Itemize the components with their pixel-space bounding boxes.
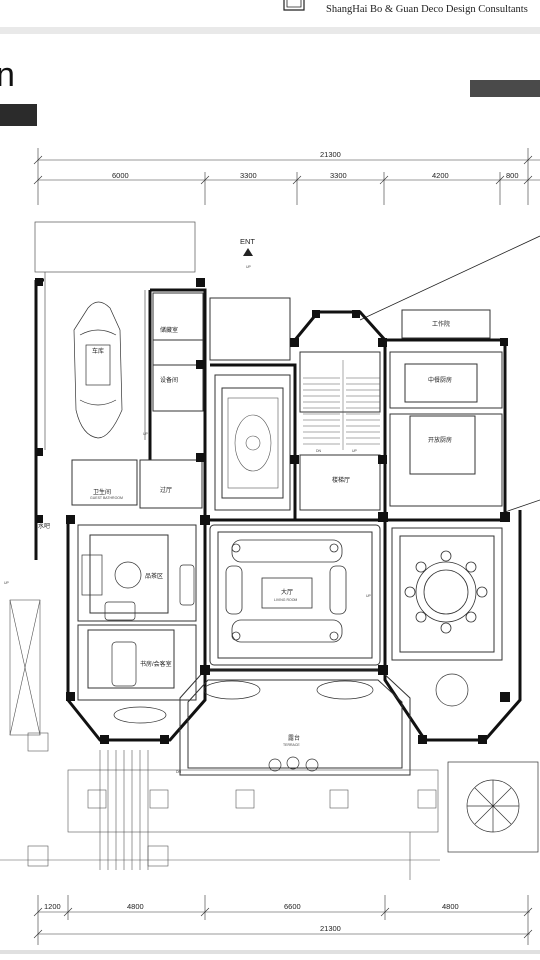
top-total-dimension: 21300 (320, 150, 341, 159)
top-dim-1: 6000 (112, 171, 129, 180)
tea-area-label: 品茶区 (145, 572, 163, 580)
terrace-label-en: TERRACE (283, 743, 300, 747)
bottom-dim-1: 1200 (44, 902, 61, 911)
living-room-label-en: LIVING ROOM (274, 598, 297, 602)
foyer-label: 过厅 (160, 486, 172, 494)
bottom-dim-4: 4800 (442, 902, 459, 911)
living-room-sofa-set (225, 539, 347, 643)
top-dim-4: 4200 (432, 171, 449, 180)
stair-hall-label: 楼梯厅 (332, 476, 350, 484)
bottom-dimension-lines (33, 895, 533, 945)
company-name: ShangHai Bo & Guan Deco Design Consultan… (326, 4, 528, 15)
up-marker-2: UP (143, 432, 149, 436)
top-dim-5: 800 (506, 171, 519, 180)
title-bar (0, 104, 37, 126)
page-title-fragment: n (0, 56, 15, 94)
bottom-dim-2: 4800 (127, 902, 144, 911)
bottom-total-dimension: 21300 (320, 924, 341, 933)
storage-label-2: 设备间 (160, 376, 178, 384)
top-dim-2: 3300 (240, 171, 257, 180)
garage-label: 车库 (92, 347, 104, 355)
leader-line (359, 235, 540, 321)
company-logo-icon (283, 0, 305, 11)
stair-treads (303, 360, 380, 450)
interior-walls (71, 292, 503, 776)
western-kitchen-label: 开放厨房 (428, 436, 452, 444)
header-divider (0, 27, 540, 34)
chinese-kitchen-label: 中餐厨房 (428, 376, 452, 384)
dn-marker-2: DN (176, 770, 182, 774)
entrance-label: ENT (240, 237, 255, 246)
up-marker-3: UP (4, 581, 10, 585)
library-label: 书房/会客室 (140, 660, 172, 668)
service-yard-label: 工作院 (432, 320, 450, 328)
terrace-label: 露台 (288, 734, 300, 742)
guest-wc-label: 卫生间 (93, 488, 111, 496)
water-bar-label: 水吧 (38, 522, 50, 530)
up-marker-4: UP (366, 594, 372, 598)
car-icon (73, 301, 123, 439)
entry-steps (0, 599, 440, 880)
section-bar (470, 80, 540, 97)
tea-area-furniture (81, 554, 195, 724)
dn-marker-1: DN (316, 449, 322, 453)
entrance-rug (227, 397, 279, 489)
leader-line-2 (504, 499, 540, 513)
terrace-furniture (203, 673, 469, 772)
up-marker-5: UP (352, 449, 358, 453)
living-room-label: 大厅 (281, 588, 293, 596)
top-dimension-lines (33, 148, 540, 205)
bottom-dim-3: 6600 (284, 902, 301, 911)
guest-wc-label-en: GUEST BATHROOM (90, 496, 123, 500)
gazebo-furniture (447, 761, 539, 853)
up-marker-1: UP (246, 265, 252, 269)
storage-label-1: 储藏室 (160, 326, 178, 334)
dining-table (404, 550, 488, 634)
top-dim-3: 3300 (330, 171, 347, 180)
garage-outline (34, 221, 196, 450)
structural-columns (35, 278, 510, 744)
entrance-arrow-icon (243, 248, 253, 256)
